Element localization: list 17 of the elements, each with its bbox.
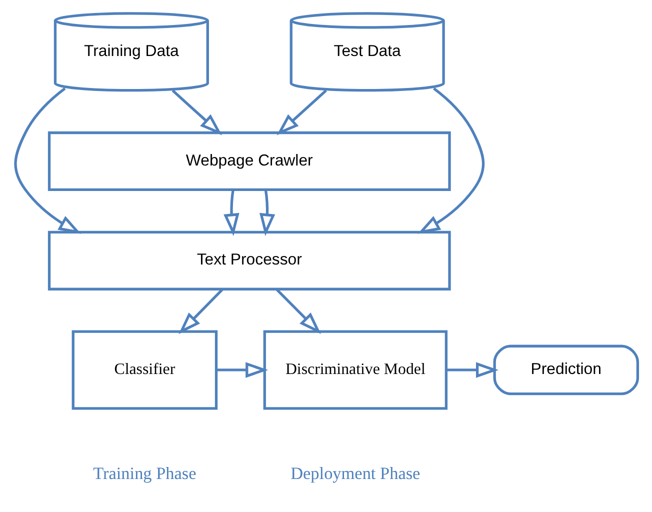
node-box: Text Processor bbox=[47, 230, 450, 290]
node-box: Discriminative Model bbox=[262, 330, 448, 410]
node-box: Classifier bbox=[71, 330, 218, 410]
arrow bbox=[171, 90, 222, 136]
arrow bbox=[216, 362, 268, 378]
arrow bbox=[178, 288, 223, 334]
arrow bbox=[275, 288, 321, 334]
node-box: Prediction bbox=[492, 344, 639, 396]
arrow bbox=[276, 90, 326, 136]
label: Deployment Phase bbox=[290, 464, 420, 484]
arrow bbox=[417, 87, 484, 234]
arrow bbox=[446, 362, 498, 378]
arrow bbox=[14, 87, 81, 234]
label: Training Phase bbox=[92, 464, 196, 484]
arrow bbox=[223, 190, 239, 236]
arrow bbox=[258, 190, 275, 236]
node-box: Webpage Crawler bbox=[47, 131, 450, 192]
